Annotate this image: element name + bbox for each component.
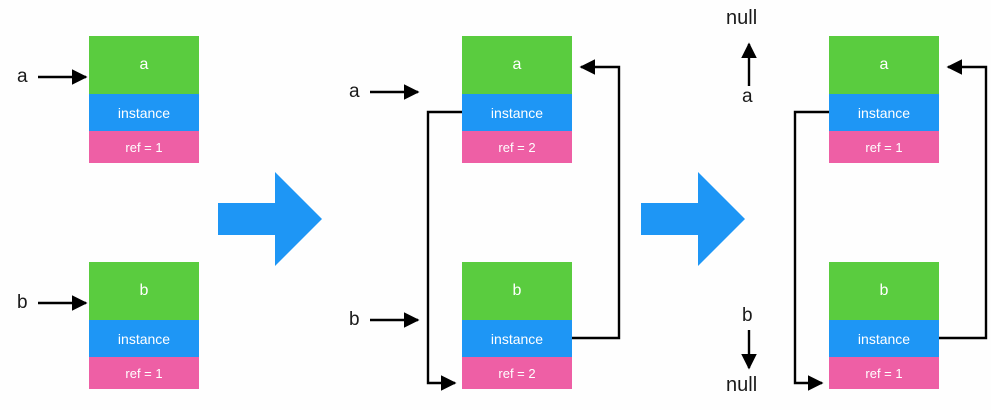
object-ref-row: ref = 1 [829,357,939,389]
cross-link-b-to-a-stage3 [939,59,988,340]
object-name-row: a [89,36,199,94]
object-instance-row: instance [89,94,199,131]
object-box-a-stage2[interactable]: a instance ref = 2 [462,36,572,163]
pointer-label-a-stage1: a [17,66,28,87]
pointer-label-b-stage3: b [742,305,753,326]
object-box-b-stage1[interactable]: b instance ref = 1 [89,262,199,389]
cross-link-a-to-b-stage2 [426,110,462,391]
null-label-bottom-stage3: null [726,374,758,396]
object-instance-row: instance [462,94,572,131]
null-label-top-stage3: null [726,7,758,29]
object-ref-row: ref = 2 [462,357,572,389]
object-box-a-stage1[interactable]: a instance ref = 1 [89,36,199,163]
object-box-a-stage3[interactable]: a instance ref = 1 [829,36,939,163]
object-box-b-stage2[interactable]: b instance ref = 2 [462,262,572,389]
object-ref-row: ref = 2 [462,131,572,163]
object-instance-row: instance [462,320,572,357]
cross-link-a-to-b-stage3 [793,110,829,391]
transition-arrow-icon-2 [641,172,745,266]
object-name-row: a [462,36,572,94]
pointer-label-b-stage1: b [17,292,28,313]
object-name-row: b [829,262,939,320]
object-box-b-stage3[interactable]: b instance ref = 1 [829,262,939,389]
object-name-row: a [829,36,939,94]
object-instance-row: instance [829,320,939,357]
object-name-row: b [462,262,572,320]
object-instance-row: instance [829,94,939,131]
pointer-label-b-stage2: b [349,309,360,330]
transition-arrow-icon-1 [218,172,322,266]
object-name-row: b [89,262,199,320]
object-ref-row: ref = 1 [89,357,199,389]
pointer-label-a-stage3: a [742,86,753,107]
object-instance-row: instance [89,320,199,357]
cross-link-b-to-a-stage2 [572,59,621,340]
object-ref-row: ref = 1 [89,131,199,163]
object-ref-row: ref = 1 [829,131,939,163]
pointer-label-a-stage2: a [349,81,360,102]
